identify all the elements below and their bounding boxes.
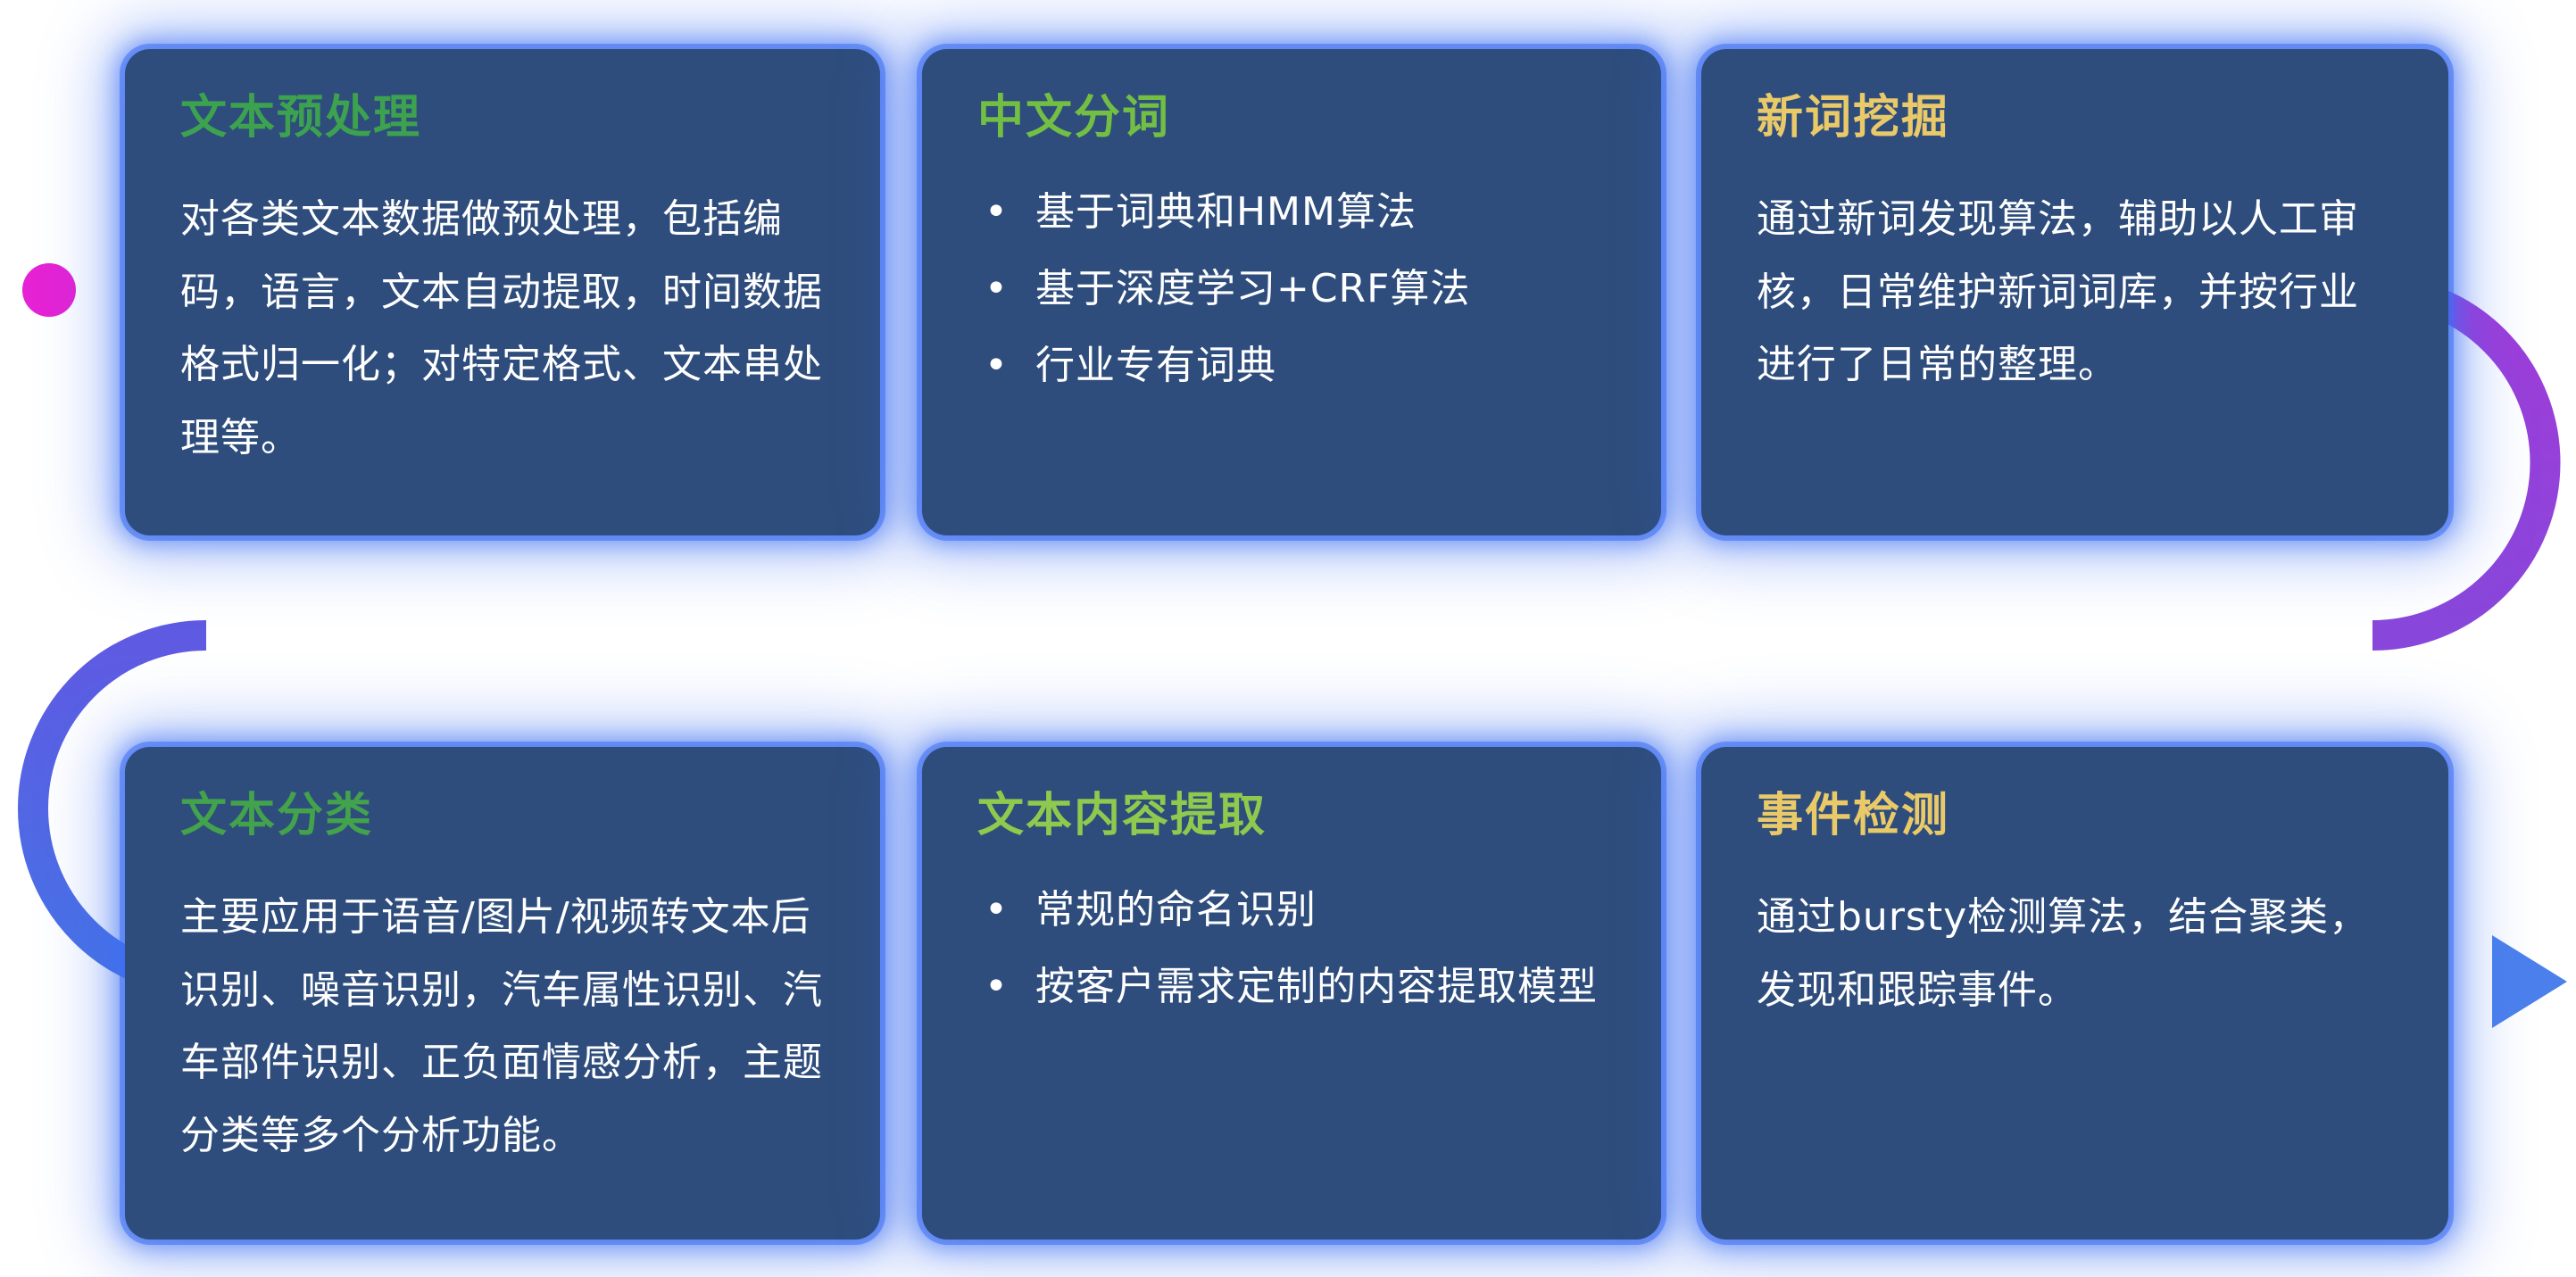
card-title: 事件检测 bbox=[1757, 789, 1950, 842]
bullet-text: 按客户需求定制的内容提取模型 bbox=[1035, 964, 1598, 1010]
bullet-icon: • bbox=[985, 189, 1009, 236]
card-title: 文本预处理 bbox=[180, 91, 422, 145]
flow-end-arrow-icon bbox=[2492, 935, 2567, 1028]
bullet-text: 常规的命名识别 bbox=[1035, 887, 1317, 933]
bullet-item: • 行业专有词典 bbox=[977, 336, 1609, 395]
card-bullet-list: • 基于词典和HMM算法 • 基于深度学习+CRF算法 • 行业专有词典 bbox=[977, 183, 1609, 395]
bullet-item: • 按客户需求定制的内容提取模型 bbox=[977, 958, 1609, 1016]
card-bullet-list: • 常规的命名识别 • 按客户需求定制的内容提取模型 bbox=[977, 881, 1609, 1016]
card-body: 对各类文本数据做预处理，包括编码，语言，文本自动提取，时间数据格式归一化；对特定… bbox=[180, 196, 823, 460]
card-text-content-extraction: 文本内容提取 • 常规的命名识别 • 按客户需求定制的内容提取模型 bbox=[922, 747, 1661, 1240]
card-title: 新词挖掘 bbox=[1757, 91, 1950, 145]
card-new-word-mining: 新词挖掘 通过新词发现算法，辅助以人工审核，日常维护新词词库，并按行业进行了日常… bbox=[1701, 49, 2448, 535]
card-event-detection: 事件检测 通过bursty检测算法，结合聚类，发现和跟踪事件。 bbox=[1701, 747, 2448, 1240]
flow-arc-right bbox=[2372, 275, 2561, 651]
card-text-preprocessing: 文本预处理 对各类文本数据做预处理，包括编码，语言，文本自动提取，时间数据格式归… bbox=[125, 49, 880, 535]
bullet-item: • 常规的命名识别 bbox=[977, 881, 1609, 940]
card-chinese-word-segmentation: 中文分词 • 基于词典和HMM算法 • 基于深度学习+CRF算法 • 行业专有词… bbox=[922, 49, 1661, 535]
card-body: 主要应用于语音/图片/视频转文本后识别、噪音识别，汽车属性识别、汽车部件识别、正… bbox=[180, 894, 823, 1158]
card-title: 文本内容提取 bbox=[977, 789, 1267, 842]
bullet-text: 基于深度学习+CRF算法 bbox=[1035, 266, 1471, 312]
card-body: 通过新词发现算法，辅助以人工审核，日常维护新词词库，并按行业进行了日常的整理。 bbox=[1757, 196, 2359, 388]
bullet-item: • 基于深度学习+CRF算法 bbox=[977, 260, 1609, 319]
card-text-classification: 文本分类 主要应用于语音/图片/视频转文本后识别、噪音识别，汽车属性识别、汽车部… bbox=[125, 747, 880, 1240]
bullet-icon: • bbox=[985, 343, 1009, 389]
bullet-icon: • bbox=[985, 266, 1009, 312]
bullet-text: 行业专有词典 bbox=[1035, 343, 1276, 389]
bullet-item: • 基于词典和HMM算法 bbox=[977, 183, 1609, 242]
card-title: 文本分类 bbox=[180, 789, 374, 842]
bullet-icon: • bbox=[985, 887, 1009, 933]
bullet-icon: • bbox=[985, 964, 1009, 1010]
card-title: 中文分词 bbox=[977, 91, 1171, 145]
flow-start-dot bbox=[22, 263, 76, 317]
card-body: 通过bursty检测算法，结合聚类，发现和跟踪事件。 bbox=[1757, 894, 2370, 1013]
bullet-text: 基于词典和HMM算法 bbox=[1035, 189, 1417, 236]
